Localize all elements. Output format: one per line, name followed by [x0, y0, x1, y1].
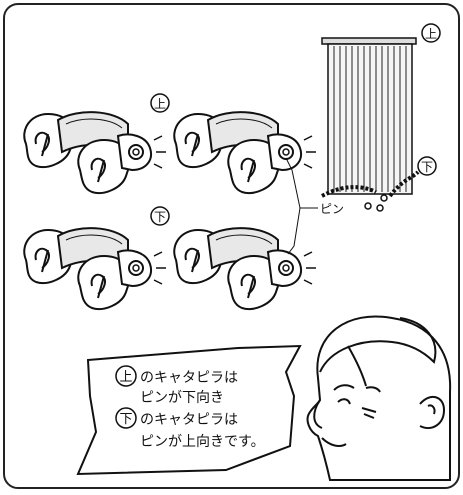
speech-bubble: 上 のキャタピラは ピンが下向き 下 のキャタピラは ピンが上向きです。: [76, 344, 302, 476]
svg-text:上: 上: [425, 27, 437, 41]
curtain-upper-mark: 上: [421, 23, 441, 43]
bubble-line-1: のキャタピラは: [140, 370, 238, 386]
pin-label: ピン: [320, 202, 344, 216]
upper-mark: 上: [150, 93, 170, 113]
pin-leader-lines: [285, 157, 318, 255]
svg-text:下: 下: [119, 412, 132, 427]
bubble-lower-mark: 下: [115, 407, 137, 429]
svg-text:上: 上: [154, 97, 166, 111]
svg-text:下: 下: [154, 210, 166, 224]
curtain-lower-mark: 下: [417, 156, 437, 176]
man-face-illustration: [306, 315, 452, 481]
lower-mark: 下: [150, 206, 170, 226]
bubble-line-4: ピンが上向きです。: [140, 434, 265, 450]
bubble-upper-mark: 上: [115, 365, 137, 387]
bubble-line-3: のキャタピラは: [140, 412, 238, 428]
bubble-line-2: ピンが下向き: [140, 390, 224, 406]
svg-text:上: 上: [119, 370, 132, 385]
svg-text:下: 下: [421, 160, 433, 174]
curtain-illustration: [321, 37, 420, 212]
